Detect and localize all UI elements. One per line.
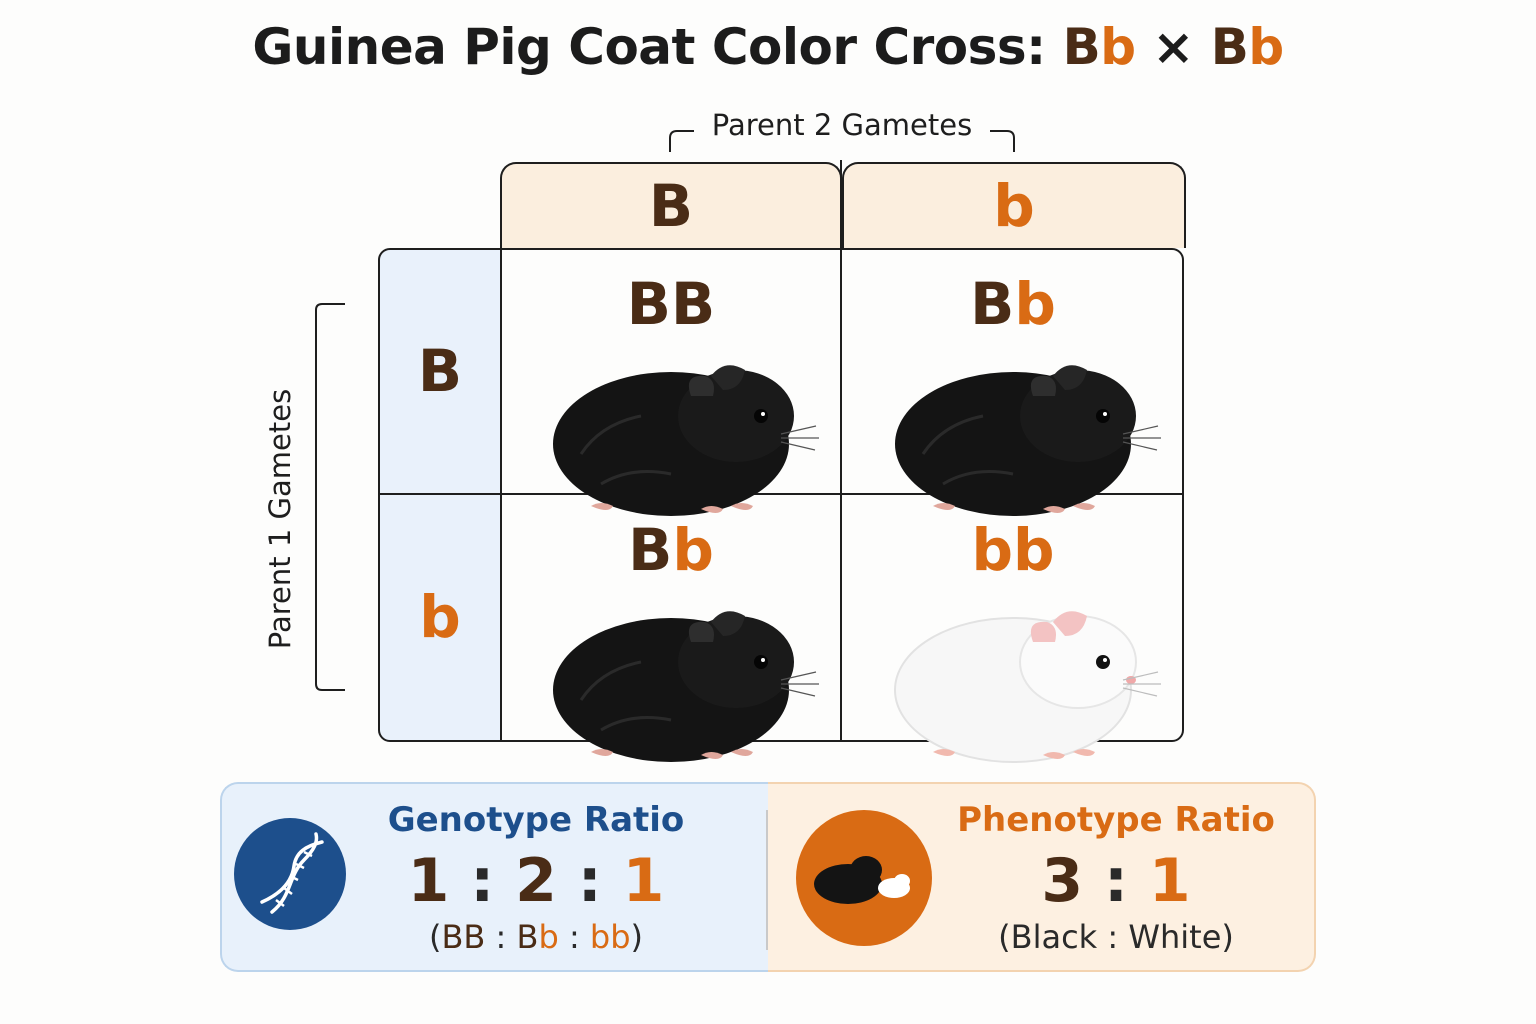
parent2-bracket-right: [990, 130, 1015, 152]
punnett-cell-Bb-top: Bb: [843, 248, 1183, 518]
phenotype-ratio-legend: (Black : White): [998, 918, 1234, 956]
legend-BB: BB: [441, 918, 486, 956]
allele-2: b: [1013, 516, 1055, 584]
allele-1: b: [971, 516, 1013, 584]
allele-1: B: [626, 270, 671, 338]
legend-separator: :: [558, 918, 590, 956]
phenotype-ratio-value: 3 : 1: [916, 846, 1316, 916]
guinea-pigs-icon: [796, 810, 932, 946]
ratio-white: 1: [1148, 846, 1191, 916]
ratio-separator: :: [449, 846, 516, 916]
row-header-b: b: [419, 583, 461, 651]
genotype-ratio-value: 1 : 2 : 1: [336, 846, 736, 916]
title-parent1-recessive: b: [1100, 18, 1136, 76]
title-parent1-dominant: B: [1062, 18, 1101, 76]
parent2-gametes-label: Parent 2 Gametes: [711, 108, 973, 142]
column-header-B: B: [500, 162, 842, 248]
legend-bb: bb: [589, 918, 631, 956]
genotype-label: bb: [843, 516, 1183, 584]
allele-1: B: [970, 270, 1015, 338]
paren-open: (: [428, 918, 442, 956]
ratio-BB: 1: [407, 846, 450, 916]
column-header-b: b: [842, 162, 1186, 248]
dna-icon: [234, 818, 346, 930]
punnett-grid: [378, 248, 1184, 742]
genotype-label: Bb: [843, 270, 1183, 338]
allele-2: b: [672, 516, 714, 584]
punnett-cell-Bb-bottom: Bb: [501, 494, 841, 764]
genotype-ratio-legend: (BB : Bb : bb): [336, 918, 736, 956]
row-header-B: B: [417, 337, 463, 405]
page-title: Guinea Pig Coat Color Cross: Bb × Bb: [0, 18, 1536, 76]
black-guinea-pig-icon: [551, 609, 821, 764]
legend-Bb-recessive: b: [538, 918, 559, 956]
allele-1: B: [628, 516, 673, 584]
ratio-bb: 1: [622, 846, 665, 916]
title-cross-symbol: ×: [1135, 18, 1211, 76]
title-parent2-dominant: B: [1210, 18, 1249, 76]
genotype-ratio-title: Genotype Ratio: [387, 800, 685, 840]
ratio-black: 3: [1041, 846, 1084, 916]
white-guinea-pig-icon: [894, 610, 1162, 763]
genotype-label: Bb: [501, 516, 841, 584]
title-parent2-recessive: b: [1248, 18, 1284, 76]
ratio-Bb: 2: [515, 846, 557, 916]
legend-separator: :: [485, 918, 517, 956]
paren-close: ): [630, 918, 643, 956]
punnett-cell-bb: bb: [843, 494, 1183, 763]
punnett-cell-BB: BB: [501, 248, 841, 518]
legend-Bb-dominant: B: [516, 918, 539, 956]
panel-divider: [766, 810, 768, 950]
genotype-label: BB: [501, 270, 841, 338]
parent1-bracket: [315, 303, 345, 691]
parent2-bracket-left: [669, 130, 694, 152]
allele-2: b: [1014, 270, 1056, 338]
ratio-separator: :: [1083, 846, 1149, 916]
phenotype-ratio-title: Phenotype Ratio: [957, 800, 1275, 840]
title-text: Guinea Pig Coat Color Cross:: [252, 18, 1063, 76]
allele-2: B: [671, 270, 716, 338]
ratio-separator: :: [556, 846, 623, 916]
